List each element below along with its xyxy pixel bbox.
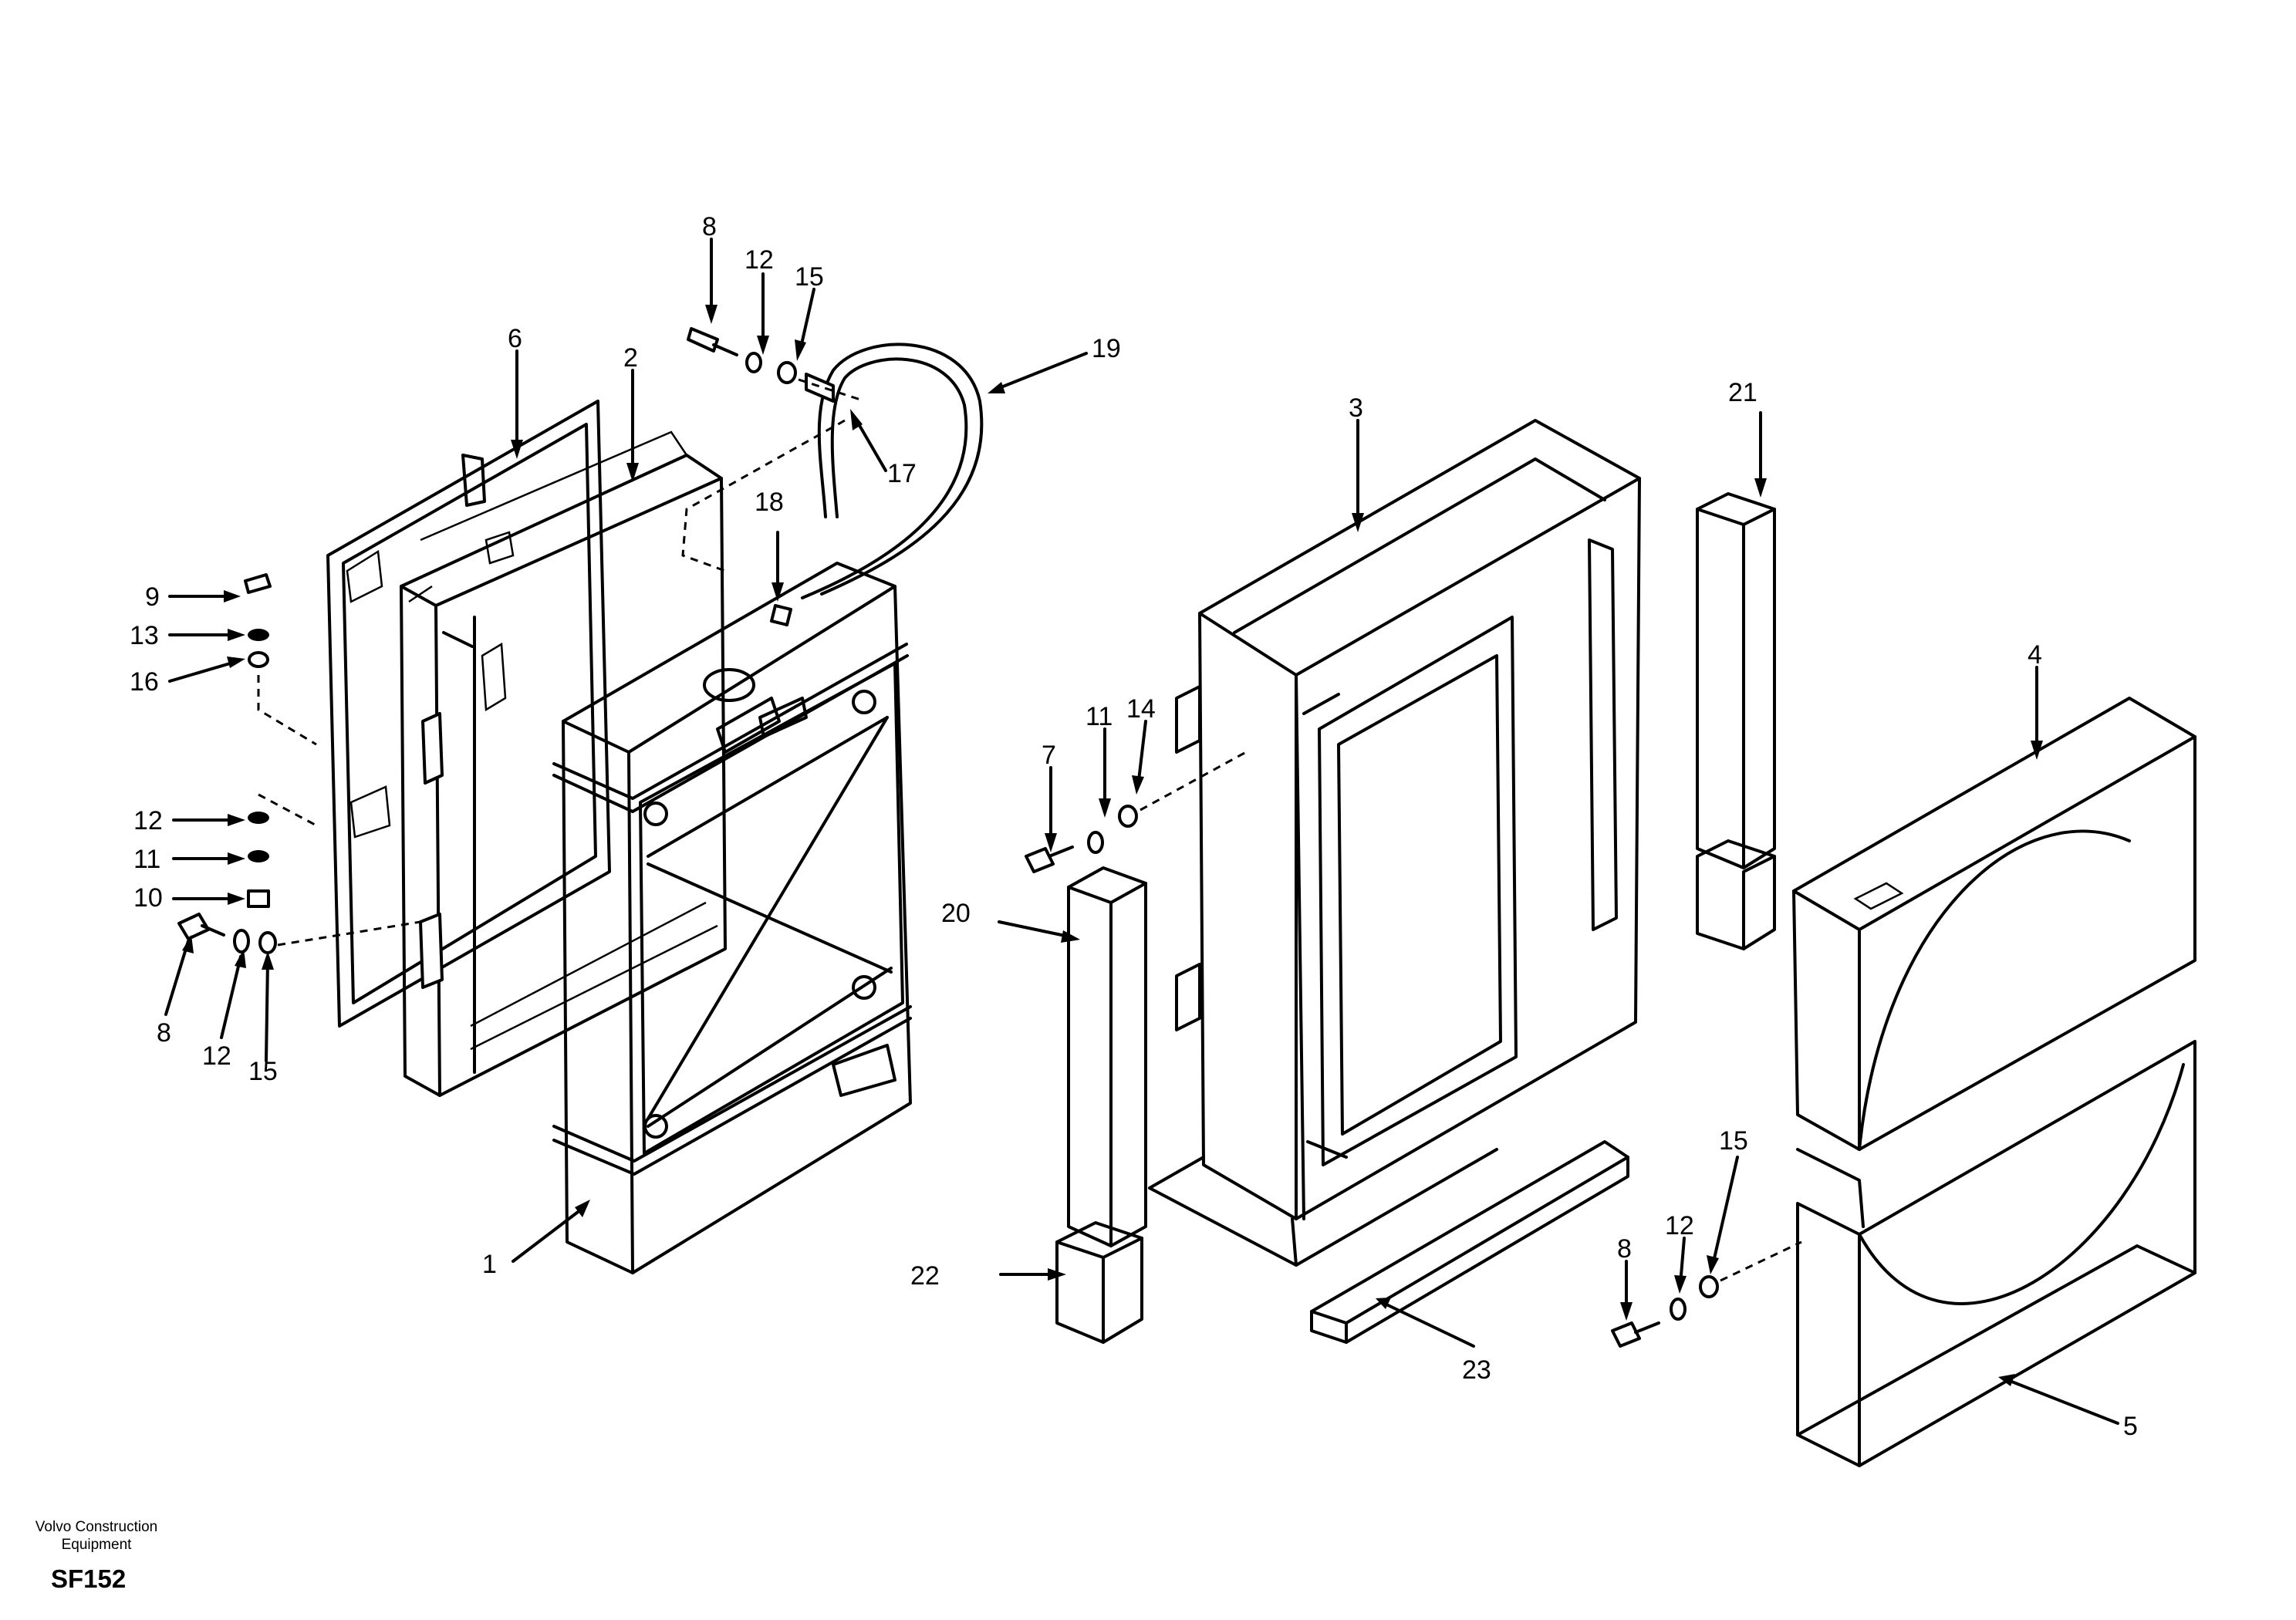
label-13: 13 <box>130 621 159 650</box>
part-5-fan-shroud-lower <box>1796 1040 2196 1467</box>
label-12-left-upper: 12 <box>133 806 163 835</box>
brand-line-2: Equipment <box>61 1537 132 1553</box>
label-2: 2 <box>623 343 638 373</box>
label-20: 20 <box>941 899 971 928</box>
part-6-frame <box>326 400 611 1028</box>
label-1: 1 <box>482 1250 497 1279</box>
part-labels: 1 2 3 4 5 6 7 8 8 8 9 10 11 11 12 12 12 … <box>130 212 2138 1441</box>
part-1-radiator <box>552 562 912 1274</box>
fasteners <box>177 327 1719 1348</box>
label-12-top: 12 <box>745 245 774 275</box>
label-10: 10 <box>133 883 163 913</box>
label-19: 19 <box>1092 334 1121 363</box>
label-8-right: 8 <box>1617 1234 1632 1264</box>
label-11-left: 11 <box>133 845 160 874</box>
label-17: 17 <box>887 459 917 488</box>
part-21-post <box>1696 492 1776 950</box>
part-22-block <box>1055 1221 1143 1344</box>
label-7: 7 <box>1042 741 1056 770</box>
label-15-left: 15 <box>248 1057 278 1086</box>
label-15-right: 15 <box>1719 1126 1748 1156</box>
label-8-left: 8 <box>157 1018 171 1048</box>
part-3-housing <box>1148 419 1641 1267</box>
label-9: 9 <box>145 582 160 612</box>
brand-line-1: Volvo Construction <box>35 1519 158 1535</box>
label-21: 21 <box>1728 378 1757 407</box>
part-4-fan-shroud-upper <box>1792 697 2196 1151</box>
connection-lines <box>257 378 1802 1282</box>
part-23-base-bar <box>1310 1140 1629 1344</box>
leader-arrows <box>164 238 2119 1425</box>
label-22: 22 <box>910 1261 940 1291</box>
diagram-code: SF152 <box>51 1564 127 1593</box>
label-11-center: 11 <box>1086 702 1113 731</box>
label-3: 3 <box>1349 393 1363 423</box>
label-23: 23 <box>1462 1355 1491 1385</box>
label-6: 6 <box>508 324 522 353</box>
label-4: 4 <box>2028 640 2042 670</box>
label-12-left-lower: 12 <box>202 1041 231 1071</box>
label-8-top: 8 <box>702 212 717 241</box>
label-12-right: 12 <box>1665 1211 1694 1240</box>
part-2-cooler <box>400 430 727 1097</box>
part-20-post <box>1067 866 1147 1247</box>
label-15-top: 15 <box>795 262 824 292</box>
label-16: 16 <box>130 667 159 697</box>
label-14: 14 <box>1126 694 1156 724</box>
label-5: 5 <box>2123 1412 2138 1441</box>
label-18: 18 <box>755 488 784 517</box>
footer-caption: Volvo Construction Equipment SF152 <box>8 1518 185 1594</box>
